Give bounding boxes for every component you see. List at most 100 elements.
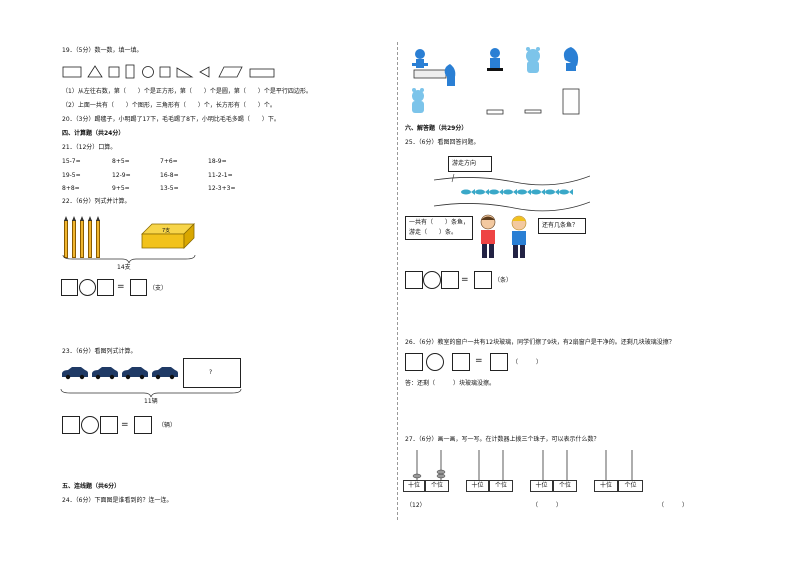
unknown-cars-label: ? [209, 369, 213, 376]
car-icon [122, 367, 148, 380]
ones-label: 个位 [618, 480, 643, 492]
q19-line2: （2）上面一共有（ ）个图形，三角形有（ ）个，长方形有（ ）个。 [62, 102, 276, 109]
box-view-row [486, 88, 580, 115]
equals-sign: = [117, 282, 125, 292]
answer-box[interactable] [441, 271, 459, 289]
q26-answer-paren: （ ） [512, 359, 543, 366]
fish-icon [461, 189, 475, 195]
abacus-4 [605, 450, 633, 480]
q21-title: 21．（12分）口算。 [62, 144, 117, 151]
abacus-bead [436, 469, 446, 475]
tens-label: 十位 [403, 480, 425, 492]
ones-label: 个位 [425, 480, 449, 492]
equals-sign: = [475, 356, 483, 366]
q22-total-label: 14支 [117, 264, 131, 271]
triangle-shape-3 [199, 66, 210, 78]
q21-item: 13-5= [160, 185, 179, 192]
bear-view-icon [526, 47, 540, 73]
total-brace [60, 388, 242, 398]
box-view-long [486, 109, 504, 115]
q22-title: 22．（6分）列式并计算。 [62, 198, 131, 205]
q26-title: 26．（6分）教室的窗户一共有12块玻璃，同学们擦了9块，有2扇窗户是干净的。还… [405, 339, 675, 346]
square-shape-1 [108, 66, 120, 78]
operator-circle[interactable] [426, 353, 444, 371]
equals-sign: = [121, 420, 129, 430]
abacus-bead [412, 473, 422, 479]
operator-circle[interactable] [81, 416, 99, 434]
q21-item: 8+5= [112, 158, 130, 165]
abacus-1 [412, 450, 446, 480]
rectangle-shape-3 [249, 68, 275, 78]
two-children-icon [480, 214, 527, 258]
q20-text: 20．（3分）踢毽子，小明踢了17下，毛毛踢了8下，小明比毛毛多踢（ ）下。 [62, 116, 280, 123]
q27-answer-3[interactable]: （ ） [658, 502, 689, 509]
parallelogram-shape [218, 66, 243, 78]
answer-box[interactable] [100, 416, 118, 434]
answer-box[interactable] [130, 279, 147, 296]
child-view-icon [487, 48, 503, 71]
q21-item: 11-2-1= [208, 172, 233, 179]
answer-box[interactable] [62, 416, 80, 434]
q25-unit: （条） [494, 277, 513, 284]
q21-item: 12-9= [112, 172, 131, 179]
answer-box[interactable] [61, 279, 78, 296]
speech-bubble-left [405, 216, 473, 240]
bubble-left-line2: 游走（ ）条。 [409, 229, 458, 236]
fish-icon [517, 189, 531, 195]
q23-total-label: 11辆 [144, 398, 158, 405]
fish-icon [559, 189, 573, 195]
fish-icon [503, 189, 517, 195]
children-viewing-object-scene [412, 49, 456, 113]
pencil-box-icon [141, 223, 195, 249]
q23-title: 23．（6分）看图列式计算。 [62, 348, 137, 355]
car-group [62, 367, 178, 380]
q26-answer-text: 答：还剩（ ）块玻璃没擦。 [405, 380, 496, 387]
abacus-bead [436, 473, 446, 479]
direction-sign-label: 游走方向 [452, 160, 477, 167]
total-brace [62, 254, 196, 264]
circle-shape [142, 66, 154, 78]
car-icon [92, 367, 118, 380]
q24-title: 24．（6分）下面图是谁看到的？连一连。 [62, 497, 173, 504]
q21-item: 16-8= [160, 172, 179, 179]
section6-title: 六、解答题（共29分） [405, 125, 468, 132]
abacus-2 [478, 450, 504, 480]
pencil-icon [64, 216, 68, 258]
squirrel-view-icon [563, 47, 579, 71]
answer-box[interactable] [405, 271, 423, 289]
tens-label: 十位 [466, 480, 489, 492]
ones-label: 个位 [489, 480, 513, 492]
fish-icon [531, 189, 545, 195]
operator-circle[interactable] [79, 279, 96, 296]
rectangle-shape-2 [125, 64, 135, 79]
answer-box[interactable] [134, 416, 152, 434]
q21-item: 18-9= [208, 158, 227, 165]
answer-box[interactable] [474, 271, 492, 289]
q23-unit: （辆） [158, 422, 177, 429]
q22-unit: （支） [149, 285, 168, 292]
pencil-icon [72, 216, 76, 258]
q27-answer-1: （12） [406, 502, 426, 509]
car-icon [152, 367, 178, 380]
answer-box[interactable] [405, 353, 423, 371]
operator-circle[interactable] [423, 271, 441, 289]
box-view-tall [562, 88, 580, 115]
answer-box[interactable] [452, 353, 470, 371]
pencil-box-label: 7支 [162, 228, 171, 234]
triangle-shape-2 [176, 67, 194, 78]
pencil-icon [80, 216, 84, 258]
section5-title: 五、连线题（共6分） [62, 483, 121, 490]
answer-box[interactable] [490, 353, 508, 371]
bear-icon [412, 88, 424, 113]
q21-item: 9+5= [112, 185, 130, 192]
unknown-cars-box [183, 358, 241, 388]
q21-item: 19-5= [62, 172, 81, 179]
equals-sign: = [461, 275, 469, 285]
column-divider [397, 42, 398, 520]
fish-river-scene [433, 173, 590, 212]
abacus-3 [542, 450, 568, 480]
section4-title: 四、计算题（共24分） [62, 130, 125, 137]
q27-answer-2[interactable]: （ ） [532, 502, 563, 509]
ones-label: 个位 [553, 480, 577, 492]
answer-box[interactable] [97, 279, 114, 296]
